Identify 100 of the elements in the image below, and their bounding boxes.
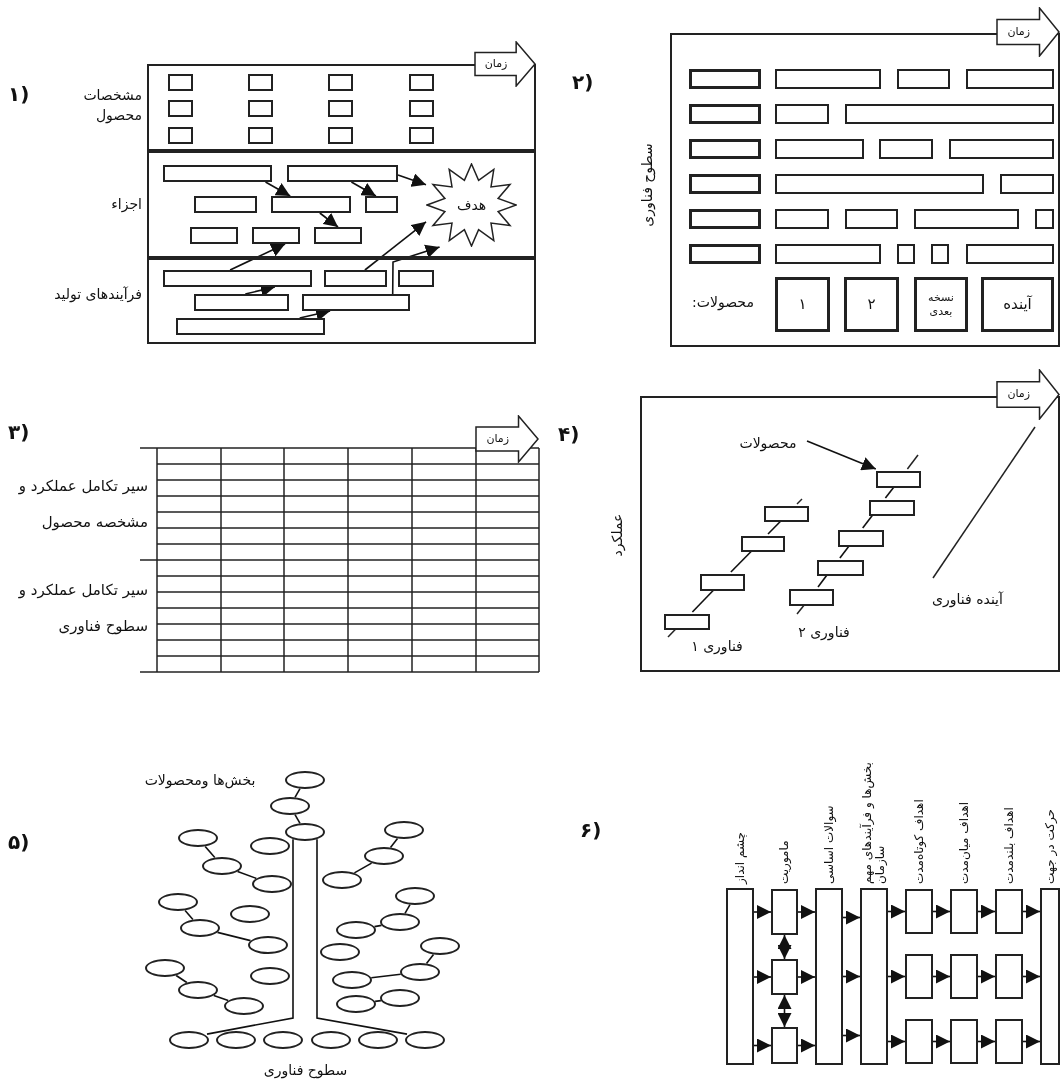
ellipse-node — [250, 967, 290, 985]
ellipse-node — [263, 1031, 303, 1049]
arrow — [1022, 1034, 1041, 1049]
arrow — [364, 221, 427, 271]
bar-box — [328, 74, 353, 91]
ellipse-node — [270, 797, 310, 815]
bar-box — [365, 196, 398, 213]
bar-box — [248, 74, 273, 91]
stage-heading: حرکت در جهت — [1041, 807, 1058, 884]
bar-box — [689, 139, 761, 159]
bar-box — [168, 127, 193, 144]
arrow — [264, 181, 291, 197]
stage-heading: بخش‌ها و فرآیندهای مهم سازمان — [860, 761, 888, 884]
bar-box — [876, 471, 921, 488]
bar-box — [398, 270, 434, 287]
bar-box — [287, 165, 398, 182]
panel-number: ۴) — [558, 421, 581, 448]
stage-heading: اهداف کوتاه‌مدت — [910, 798, 927, 884]
bar-box — [764, 506, 809, 522]
bar-box — [741, 536, 785, 552]
arrow — [797, 905, 816, 919]
branch-line — [370, 973, 402, 979]
ellipse-node — [224, 997, 264, 1015]
ellipse-node — [250, 837, 290, 855]
ellipse-node — [230, 905, 270, 923]
ellipse-node — [384, 821, 424, 839]
bar-box — [838, 530, 884, 547]
annotation-text: فناوری ۱ — [690, 637, 744, 656]
ellipse-node — [400, 963, 440, 981]
ellipse-node — [336, 921, 376, 939]
ellipse-node — [322, 871, 362, 889]
bar-box — [248, 127, 273, 144]
row-label: سیر تکامل عملکرد و مشخصه محصول — [17, 476, 148, 533]
bar-box — [176, 318, 325, 335]
ellipse-node — [169, 1031, 209, 1049]
bar-box — [689, 244, 761, 264]
ellipse-node — [320, 943, 360, 961]
product-box — [981, 277, 1054, 332]
arrow — [932, 1034, 951, 1049]
bar-box — [689, 104, 761, 124]
bar-box — [817, 560, 864, 576]
arrow — [842, 1028, 861, 1043]
stage-heading: اهداف میان‌مدت — [955, 800, 972, 884]
product-label: ۲ — [867, 294, 876, 316]
goal-label: هدف — [455, 196, 488, 215]
bar-box — [689, 69, 761, 89]
lane-heading: اجزاء — [110, 195, 142, 215]
ellipse-node — [405, 1031, 445, 1049]
ellipse-node — [285, 771, 325, 789]
time-label: زمان — [1006, 386, 1032, 403]
product-box — [844, 277, 899, 332]
ellipse-node — [252, 875, 292, 893]
arrow — [977, 904, 996, 919]
panel-number: ۳) — [8, 419, 31, 446]
arrow — [932, 904, 951, 919]
ellipse-node — [380, 989, 420, 1007]
bar-box — [869, 500, 915, 516]
branch-line — [175, 974, 188, 984]
product-label: نسخه بعدی — [927, 290, 955, 319]
arrow — [753, 905, 772, 919]
arrow — [777, 934, 792, 960]
bar-box — [314, 227, 362, 244]
ellipse-node — [145, 959, 185, 977]
stage-heading: چشم انداز — [731, 830, 748, 884]
stage-heading: ماموریت — [775, 839, 792, 884]
time-label: زمان — [485, 430, 511, 447]
ellipse-node — [395, 887, 435, 905]
panel-number: ۱) — [8, 81, 31, 108]
ellipse-node — [285, 823, 325, 841]
bar-box — [700, 574, 745, 591]
annotation-text: سطوح فناوری — [262, 1061, 349, 1081]
bar-box — [845, 104, 1054, 124]
branch-line — [767, 519, 783, 535]
arrow — [977, 1034, 996, 1049]
ellipse-node — [380, 913, 420, 931]
arrow — [842, 910, 861, 925]
bar-box — [328, 100, 353, 117]
ellipse-node — [336, 995, 376, 1013]
axis-label: سطوح فناوری — [637, 142, 657, 229]
bar-box — [194, 196, 257, 213]
arrow — [753, 1038, 772, 1053]
bar-box — [879, 139, 933, 159]
lane-heading: مشخصات محصول — [82, 86, 142, 126]
bar-box — [168, 100, 193, 117]
bar-box — [845, 209, 898, 229]
bar-box — [949, 139, 1054, 159]
bar-box — [931, 244, 949, 264]
arrow — [753, 970, 772, 984]
product-label: ۱ — [798, 294, 807, 316]
ellipse-node — [364, 847, 404, 865]
bar-box — [1035, 209, 1054, 229]
arrow — [1022, 969, 1041, 984]
annotation-text: بخش‌ها ومحصولات — [143, 771, 257, 791]
arrow — [777, 994, 792, 1028]
ellipse-node — [311, 1031, 351, 1049]
branch-line — [206, 838, 294, 1035]
ellipse-node — [358, 1031, 398, 1049]
branch-line — [353, 862, 373, 874]
lane-heading: فرآیندهای تولید — [53, 285, 142, 305]
bar-box — [775, 139, 864, 159]
